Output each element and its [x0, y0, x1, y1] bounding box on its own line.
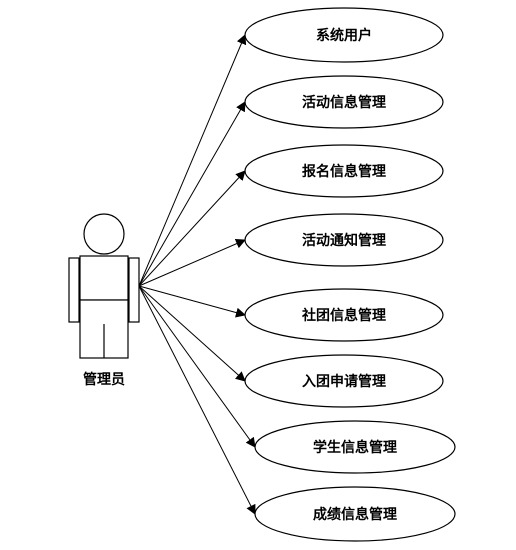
- association-arrow: [138, 285, 246, 382]
- association-arrow: [138, 285, 256, 448]
- use-cases: 系统用户活动信息管理报名信息管理活动通知管理社团信息管理入团申请管理学生信息管理…: [244, 7, 456, 542]
- association-arrow: [138, 34, 247, 287]
- use-case-label: 报名信息管理: [302, 163, 386, 180]
- use-case-ellipse: [244, 7, 444, 63]
- association-arrow: [138, 101, 246, 287]
- use-case-ellipse: [244, 288, 444, 342]
- use-case-ellipse: [244, 75, 444, 129]
- use-case: 学生信息管理: [254, 420, 456, 474]
- use-case-ellipse: [254, 486, 456, 542]
- actor-body: [79, 255, 129, 301]
- actor-head: [83, 213, 125, 255]
- use-case: 成绩信息管理: [254, 486, 456, 542]
- use-case-ellipse: [244, 144, 444, 198]
- association-arrow: [138, 285, 256, 515]
- use-case-label: 活动信息管理: [302, 94, 386, 111]
- actor-left-arm: [68, 257, 80, 323]
- use-case: 入团申请管理: [244, 354, 444, 408]
- actor-right-arm: [128, 257, 140, 323]
- association-arrow: [138, 238, 246, 287]
- actor: 管理员: [68, 213, 140, 388]
- use-case-label: 入团申请管理: [302, 373, 386, 390]
- use-case: 社团信息管理: [244, 288, 444, 342]
- use-case: 活动信息管理: [244, 75, 444, 129]
- use-case-ellipse: [254, 420, 456, 474]
- use-case-label: 系统用户: [316, 27, 372, 44]
- use-case-label: 学生信息管理: [313, 439, 397, 456]
- use-case-label: 活动通知管理: [302, 232, 386, 249]
- use-case-label: 成绩信息管理: [313, 506, 397, 523]
- use-case: 报名信息管理: [244, 144, 444, 198]
- use-case-ellipse: [244, 213, 444, 267]
- association-arrow: [138, 170, 246, 287]
- use-case-ellipse: [244, 354, 444, 408]
- actor-label: 管理员: [83, 371, 125, 388]
- use-case: 系统用户: [244, 7, 444, 63]
- association-arrow: [138, 285, 246, 318]
- use-case: 活动通知管理: [244, 213, 444, 267]
- use-case-label: 社团信息管理: [301, 307, 386, 324]
- associations: [138, 34, 256, 515]
